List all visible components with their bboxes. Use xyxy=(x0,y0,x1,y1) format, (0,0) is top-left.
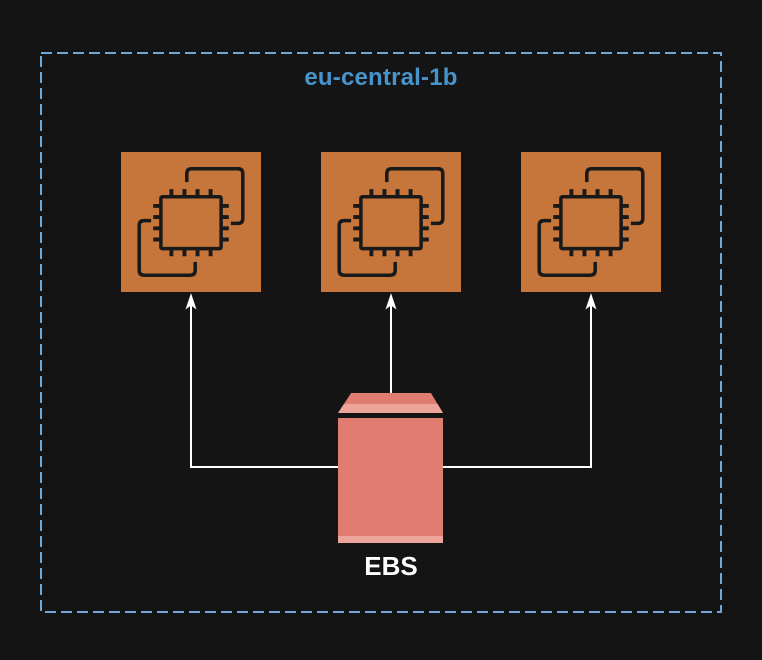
ec2-chip-icon xyxy=(521,152,661,292)
ebs-volume-lid-edge xyxy=(338,404,443,413)
ec2-chip-icon xyxy=(321,152,461,292)
ec2-chip-icon xyxy=(121,152,261,292)
ec2-instance-node-3[interactable] xyxy=(521,152,661,292)
ebs-volume-node[interactable] xyxy=(338,418,443,543)
availability-zone-boundary xyxy=(40,52,722,613)
ec2-instance-node-1[interactable] xyxy=(121,152,261,292)
ebs-volume-body-edge xyxy=(338,536,443,543)
ebs-label: EBS xyxy=(364,551,418,581)
connector-ebs-to-ec2-1 xyxy=(190,305,391,468)
arrowhead-ec2-1 xyxy=(185,293,197,310)
availability-zone-label: eu-central-1b xyxy=(304,64,458,91)
ec2-instance-node-2[interactable] xyxy=(321,152,461,292)
connector-ebs-to-ec2-3 xyxy=(391,305,592,468)
arrowhead-ec2-2 xyxy=(385,293,397,310)
arrowhead-ec2-3 xyxy=(585,293,597,310)
ebs-volume-lid[interactable] xyxy=(338,393,443,413)
